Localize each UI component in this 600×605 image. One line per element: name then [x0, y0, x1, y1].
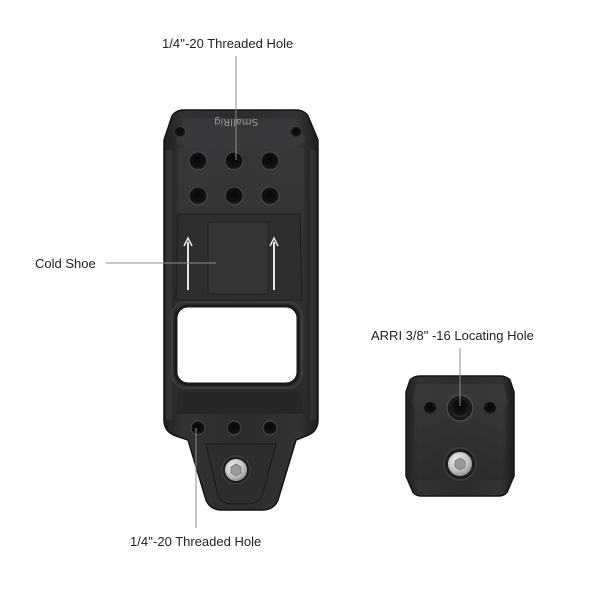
- center-cutout: [174, 304, 300, 386]
- cold-shoe: [175, 213, 303, 301]
- callout-bottom-threaded-hole: 1/4''-20 Threaded Hole: [130, 534, 262, 549]
- small-corner-hole: [424, 402, 436, 414]
- corner-hole: [291, 127, 301, 137]
- callout-cold-shoe: Cold Shoe: [35, 256, 96, 271]
- callout-arri-locating-hole: ARRI 3/8" -16 Locating Hole: [371, 328, 534, 343]
- arri-locating-hole: [451, 399, 469, 417]
- main-plate: SmallRig: [163, 109, 319, 511]
- small-corner-hole: [484, 402, 496, 414]
- arri-plate: [405, 375, 515, 497]
- callout-leaders: [106, 56, 461, 528]
- callout-top-threaded-hole: 1/4''-20 Threaded Hole: [162, 36, 294, 51]
- corner-hole: [175, 127, 185, 137]
- bottom-threaded-holes: [190, 420, 278, 436]
- threaded-hole-grid: [188, 151, 280, 206]
